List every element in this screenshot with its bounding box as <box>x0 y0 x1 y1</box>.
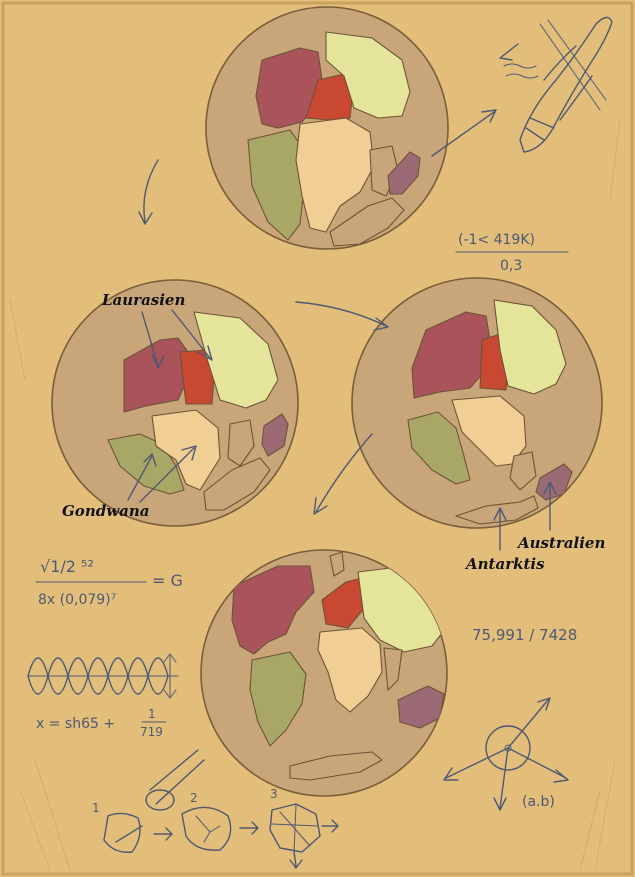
vector-label: (a.b) <box>522 794 555 810</box>
step-3: 3 <box>270 787 278 801</box>
label-antarctica: Antarktis <box>464 555 545 573</box>
label-laurasia: Laurasien <box>101 291 185 309</box>
formula-numerator: √1/2 ⁵² <box>40 557 94 576</box>
wave-formula: x = sh65 + <box>36 716 115 732</box>
ratio-scribble: 75,991 / 7428 <box>472 626 577 644</box>
label-australia: Australien <box>516 534 605 552</box>
formula-denominator: 8x (0,079)⁷ <box>38 592 116 608</box>
globe-continental-drift <box>352 278 602 528</box>
globe-laurasia-gondwana <box>52 280 298 526</box>
wave-fraction-numerator: 1 <box>148 707 156 721</box>
globe-early-pangaea <box>206 7 448 249</box>
formula-equals: = G <box>152 571 183 590</box>
wave-fraction-denominator: 719 <box>140 725 163 739</box>
step-1: 1 <box>92 801 100 815</box>
label-gondwana: Gondwana <box>62 502 149 520</box>
step-2: 2 <box>190 791 198 805</box>
globe-present-day <box>201 550 447 796</box>
fraction-bottom: 0,3 <box>500 258 522 274</box>
fraction-top: (-1< 419K) <box>458 232 535 248</box>
